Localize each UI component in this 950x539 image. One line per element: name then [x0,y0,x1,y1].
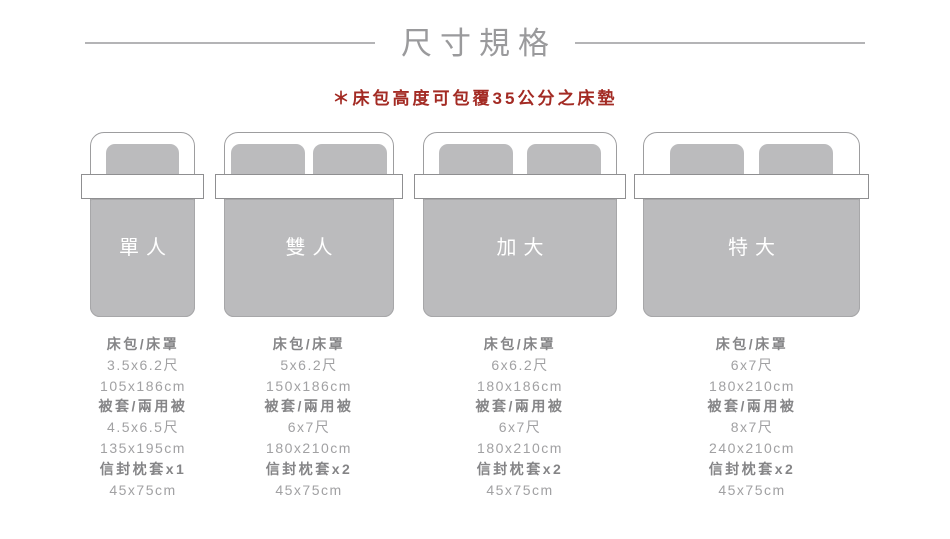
spec-value: 45x75cm [486,481,554,498]
sheet-band [634,174,869,199]
spec-value: 135x195cm [100,439,186,456]
blanket: 單人 [90,199,195,317]
spec-value: 180x210cm [477,439,563,456]
blanket: 特大 [643,199,860,317]
spec-value: 45x75cm [109,481,177,498]
sheet-band [215,174,403,199]
bed-size-label: 雙人 [285,237,340,259]
spec-heading: 信封枕套x2 [265,460,353,477]
spec-heading: 床包/床罩 [272,336,346,352]
spec-value: 8x7尺 [730,419,774,436]
spec-heading: 信封枕套x2 [476,460,564,477]
spec-value: 45x75cm [275,481,343,498]
spec-value: 180x210cm [709,377,795,394]
blanket: 雙人 [224,199,394,317]
spec-value: 6x7尺 [498,419,542,436]
spec-value: 180x186cm [477,377,563,394]
spec-value: 150x186cm [266,377,352,394]
spec-value: 6x7尺 [287,419,331,436]
blanket: 加大 [423,199,617,317]
bed-size-label: 單人 [119,237,173,259]
spec-column-single: 床包/床罩 3.5x6.2尺 105x186cm 被套/兩用被 4.5x6.5尺… [28,334,258,500]
spec-heading: 被套/兩用被 [475,398,565,415]
spec-value: 105x186cm [100,377,186,394]
mattress-height-note: ＊床包高度可包覆35公分之床墊 [332,89,618,108]
spec-value: 3.5x6.2尺 [107,356,179,373]
spec-heading: 被套/兩用被 [707,398,797,415]
spec-heading: 信封枕套x1 [99,460,187,477]
bed-diagram-queen: 加大 [414,132,626,317]
title-row: 尺寸規格 [85,26,865,60]
spec-value: 240x210cm [709,439,795,456]
spec-heading: 被套/兩用被 [98,398,188,415]
spec-value: 180x210cm [266,439,352,456]
spec-value: 4.5x6.5尺 [107,419,179,436]
page-title: 尺寸規格 [401,25,557,61]
bed-size-label: 加大 [496,237,551,259]
spec-heading: 信封枕套x2 [708,460,796,477]
spec-column-king: 床包/床罩 6x7尺 180x210cm 被套/兩用被 8x7尺 240x210… [637,334,867,500]
spec-heading: 被套/兩用被 [264,398,354,415]
title-divider-right [575,42,865,44]
spec-value: 6x6.2尺 [491,356,549,373]
sheet-band [414,174,626,199]
spec-value: 6x7尺 [730,356,774,373]
spec-heading: 床包/床罩 [483,336,557,352]
bed-size-label: 特大 [728,237,782,259]
sheet-band [81,174,204,199]
spec-heading: 床包/床罩 [106,336,180,352]
spec-value: 5x6.2尺 [280,356,338,373]
bed-diagram-single: 單人 [81,132,204,317]
bed-diagram-king: 特大 [634,132,869,317]
spec-column-queen: 床包/床罩 6x6.2尺 180x186cm 被套/兩用被 6x7尺 180x2… [405,334,635,500]
bed-diagram-double: 雙人 [215,132,403,317]
title-divider-left [85,42,375,44]
spec-column-double: 床包/床罩 5x6.2尺 150x186cm 被套/兩用被 6x7尺 180x2… [194,334,424,500]
spec-heading: 床包/床罩 [715,336,789,352]
spec-value: 45x75cm [718,481,786,498]
